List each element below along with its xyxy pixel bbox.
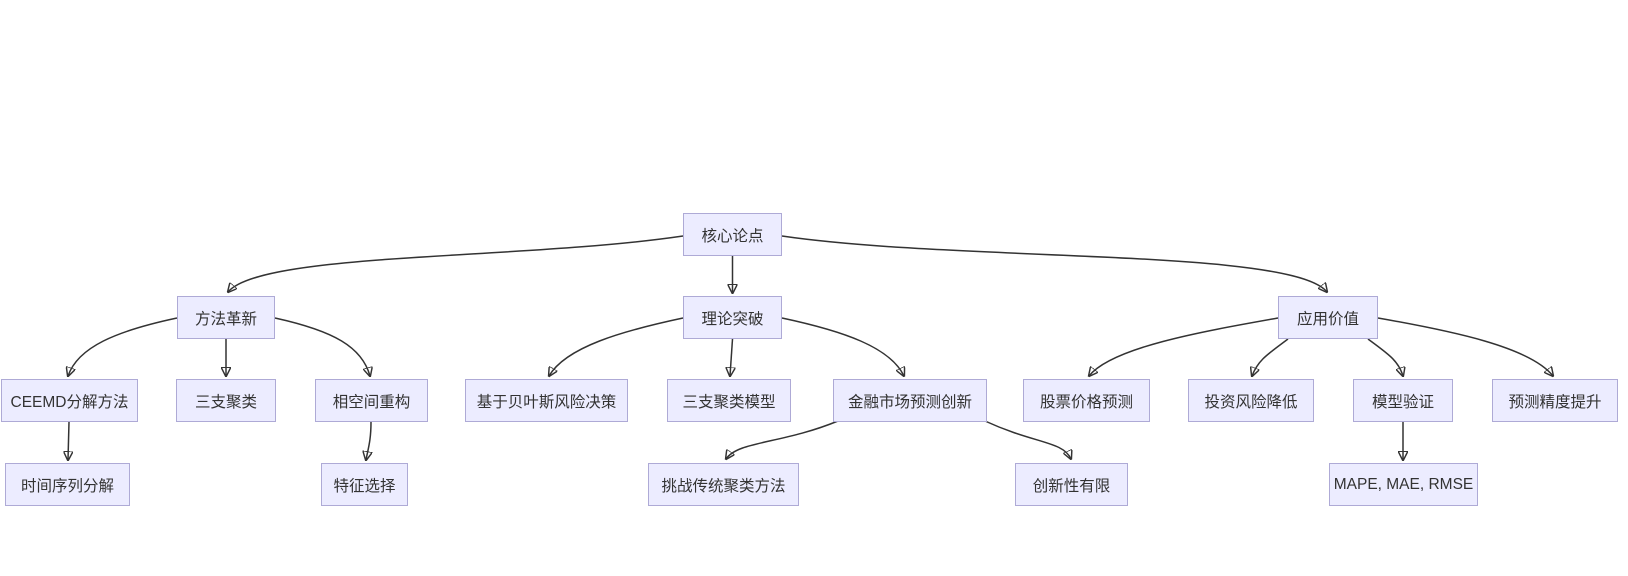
edge-method-to-phase bbox=[274, 317, 370, 376]
node-three-way-clustering: 三支聚类 bbox=[176, 379, 276, 422]
node-label: 创新性有限 bbox=[1032, 477, 1111, 495]
node-financial-market-forecast-innovation: 金融市场预测创新 bbox=[833, 379, 987, 422]
node-model-validation: 模型验证 bbox=[1353, 379, 1453, 422]
node-label: 投资风险降低 bbox=[1204, 393, 1298, 411]
edge-core-to-method bbox=[228, 235, 684, 292]
node-three-way-clustering-model: 三支聚类模型 bbox=[667, 379, 791, 422]
edge-value-to-risk bbox=[1252, 338, 1289, 376]
node-label: 应用价值 bbox=[1296, 310, 1359, 328]
edge-core-to-value bbox=[781, 235, 1327, 292]
node-challenge-traditional-clustering: 挑战传统聚类方法 bbox=[648, 463, 799, 506]
node-limited-novelty: 创新性有限 bbox=[1015, 463, 1128, 506]
node-label: 金融市场预测创新 bbox=[847, 393, 972, 411]
node-label: 股票价格预测 bbox=[1039, 393, 1133, 411]
edge-value-to-stock bbox=[1089, 317, 1279, 376]
edge-theory-to-bayes bbox=[549, 317, 684, 376]
node-label: 理论突破 bbox=[701, 310, 764, 328]
node-forecast-precision-improvement: 预测精度提升 bbox=[1492, 379, 1618, 422]
node-investment-risk-reduction: 投资风险降低 bbox=[1188, 379, 1314, 422]
node-label: 三支聚类 bbox=[194, 393, 257, 411]
node-method-innovation: 方法革新 bbox=[177, 296, 275, 339]
edge-phase-to-feature bbox=[366, 421, 371, 460]
node-label: 基于贝叶斯风险决策 bbox=[476, 393, 617, 411]
node-label: 核心论点 bbox=[701, 227, 764, 245]
node-feature-selection: 特征选择 bbox=[321, 463, 408, 506]
edge-finance-to-challenge bbox=[726, 420, 839, 459]
node-label: 三支聚类模型 bbox=[682, 393, 776, 411]
node-label: CEEMD分解方法 bbox=[10, 393, 129, 411]
node-stock-price-prediction: 股票价格预测 bbox=[1023, 379, 1150, 422]
node-label: 相空间重构 bbox=[332, 393, 411, 411]
node-bayesian-risk-decision: 基于贝叶斯风险决策 bbox=[465, 379, 628, 422]
node-label: 方法革新 bbox=[194, 310, 257, 328]
node-label: MAPE, MAE, RMSE bbox=[1333, 475, 1474, 493]
node-ceemd-decomposition: CEEMD分解方法 bbox=[1, 379, 138, 422]
node-theory-breakthrough: 理论突破 bbox=[683, 296, 782, 339]
node-application-value: 应用价值 bbox=[1278, 296, 1378, 339]
edge-finance-to-limited bbox=[984, 420, 1071, 459]
node-label: 预测精度提升 bbox=[1508, 393, 1602, 411]
edge-value-to-precision bbox=[1377, 317, 1553, 376]
node-label: 模型验证 bbox=[1371, 393, 1434, 411]
edge-theory-to-finance bbox=[781, 317, 904, 376]
edge-method-to-ceemd bbox=[68, 317, 178, 376]
node-error-metrics: MAPE, MAE, RMSE bbox=[1329, 463, 1478, 506]
edge-ceemd-to-timeseries bbox=[68, 421, 69, 460]
node-phase-space-reconstruction: 相空间重构 bbox=[315, 379, 428, 422]
node-label: 时间序列分解 bbox=[20, 477, 114, 495]
edge-value-to-model bbox=[1367, 338, 1403, 376]
edge-theory-to-threemodel bbox=[730, 338, 733, 376]
node-label: 挑战传统聚类方法 bbox=[661, 477, 786, 495]
node-time-series-decomposition: 时间序列分解 bbox=[5, 463, 130, 506]
node-label: 特征选择 bbox=[333, 477, 396, 495]
node-core-thesis: 核心论点 bbox=[683, 213, 782, 256]
